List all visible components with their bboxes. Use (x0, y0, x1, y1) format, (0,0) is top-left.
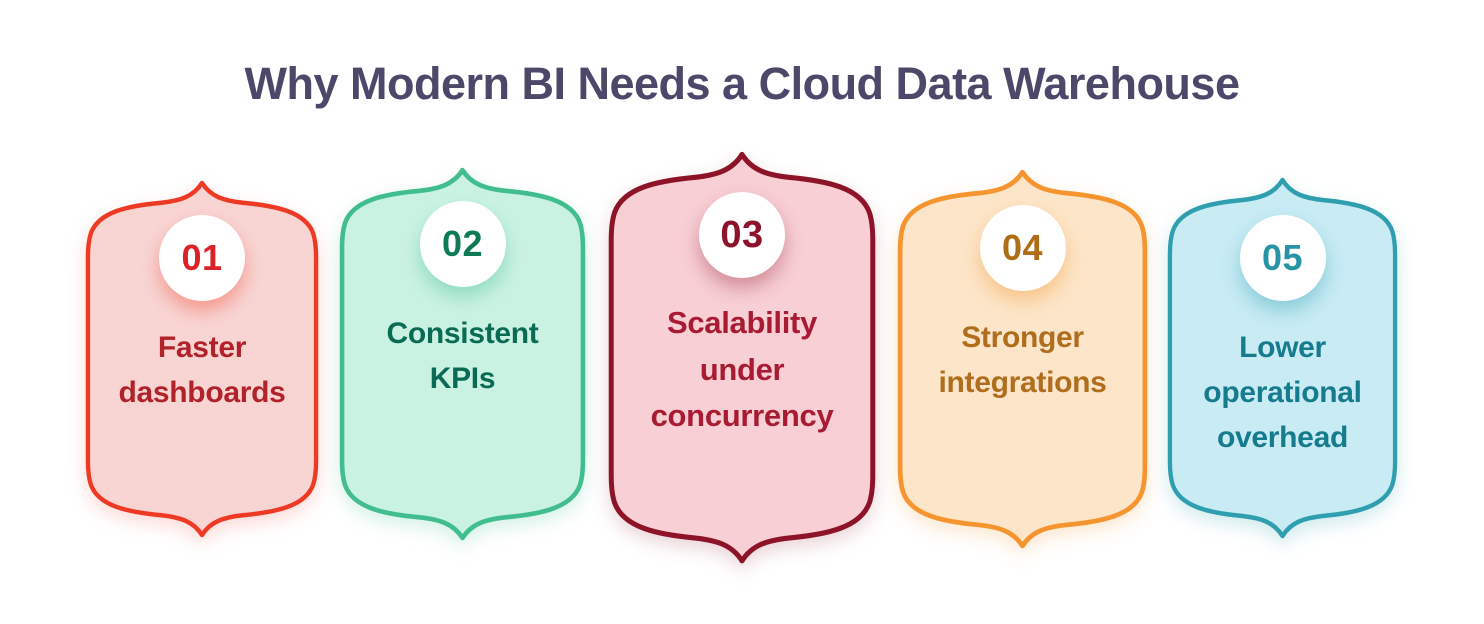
shield-shape (1167, 177, 1398, 539)
page-title: Why Modern BI Needs a Cloud Data Warehou… (244, 58, 1240, 109)
step-number: 03 (720, 213, 764, 256)
benefit-card-3: 03 Scalability under concurrency (608, 151, 876, 564)
benefit-label: Stronger integrations (938, 321, 1107, 399)
number-badge: 05 (1239, 215, 1326, 301)
benefit-card-2: 02 Consistent KPIs (339, 167, 586, 541)
shield-shape (339, 167, 586, 541)
benefit-card-1: 01 Faster dashboards (85, 180, 319, 538)
benefit-label: Faster dashboards (118, 331, 286, 409)
shield-shape (85, 180, 319, 538)
benefit-label: Scalability under concurrency (650, 305, 834, 433)
shield-shape (897, 169, 1148, 549)
step-number: 02 (441, 223, 484, 264)
step-number: 05 (1261, 237, 1304, 278)
benefit-label: Lower operational overhead (1203, 331, 1362, 454)
step-number: 04 (1001, 227, 1044, 268)
benefit-label: Consistent KPIs (386, 317, 539, 395)
step-number: 01 (181, 237, 223, 278)
benefit-card-4: 04 Stronger integrations (897, 169, 1148, 549)
number-badge: 04 (979, 205, 1066, 291)
shield-shape (608, 151, 876, 564)
benefit-card-5: 05 Lower operational overhead (1167, 177, 1398, 539)
number-badge: 01 (159, 215, 245, 301)
number-badge: 03 (699, 192, 785, 278)
number-badge: 02 (419, 201, 506, 287)
